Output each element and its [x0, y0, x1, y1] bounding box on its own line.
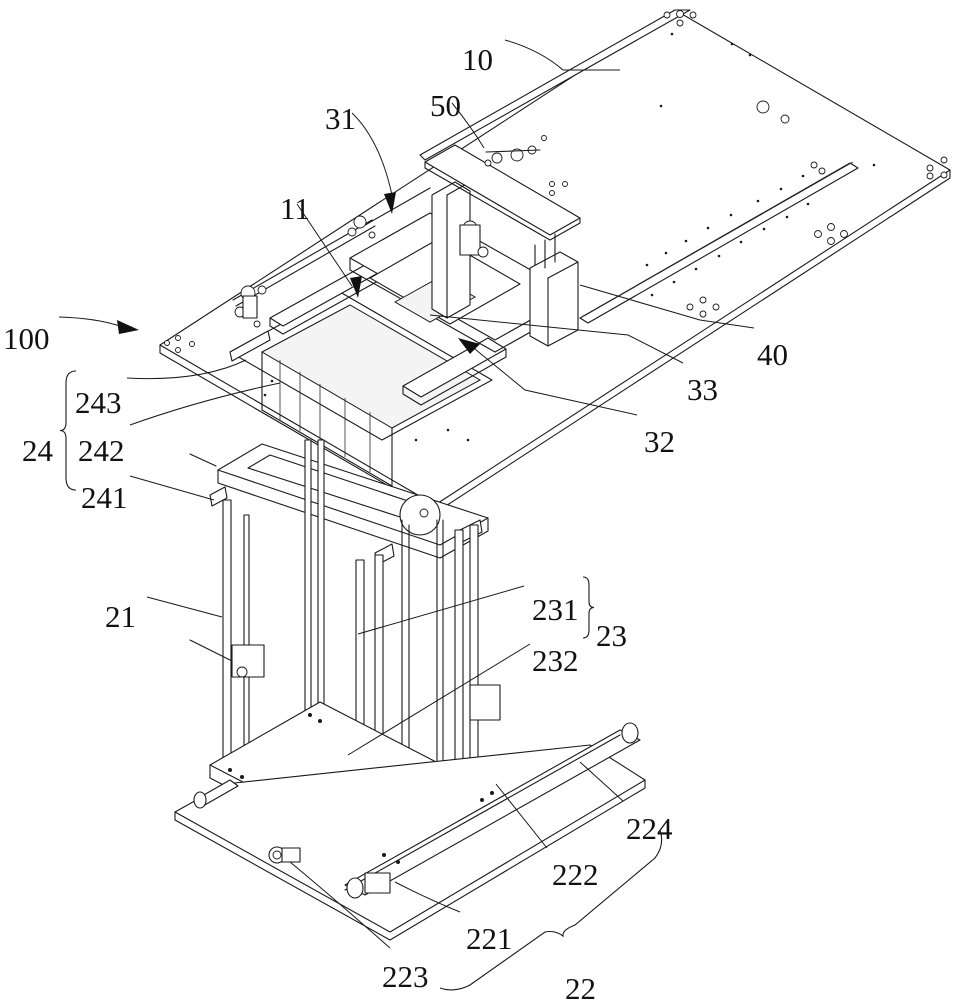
leader-line — [289, 861, 391, 949]
leader-line — [579, 284, 755, 329]
callout-10: 10 — [462, 39, 620, 77]
transfer-frame — [229, 144, 581, 487]
group-brace — [582, 576, 595, 639]
callout-224: 224 — [579, 761, 673, 846]
callout-223: 223 — [289, 861, 429, 994]
leader-line — [429, 314, 684, 364]
callout-222: 222 — [495, 783, 599, 892]
leader-line — [58, 316, 121, 327]
reference-numeral: 243 — [75, 385, 122, 420]
callout-100: 100 — [3, 316, 139, 356]
leader-line — [469, 344, 638, 416]
callout-33: 33 — [429, 314, 718, 407]
leader-line — [129, 382, 281, 426]
leader-line — [495, 783, 548, 849]
reference-numeral: 21 — [105, 599, 136, 634]
pneumatic-valves — [232, 145, 541, 328]
reference-numeral: 10 — [462, 42, 493, 77]
callout-32: 32 — [458, 338, 675, 459]
base-group — [174, 701, 646, 941]
reference-numeral: 23 — [596, 618, 627, 653]
leader-line — [504, 39, 620, 71]
reference-numeral: 232 — [532, 643, 579, 678]
callout-221: 221 — [394, 881, 513, 956]
arrow-icon — [384, 192, 396, 214]
leader-line — [394, 881, 461, 913]
arrow-icon — [350, 276, 362, 298]
callout-40: 40 — [579, 284, 788, 372]
reference-numeral: 31 — [325, 101, 356, 136]
reference-numeral: 242 — [78, 433, 125, 468]
reference-numeral: 33 — [687, 372, 718, 407]
callout-50: 50 — [430, 88, 485, 149]
reference-numeral: 241 — [81, 480, 128, 515]
callout-232: 232 — [347, 643, 579, 756]
leader-line — [357, 585, 525, 635]
leader-line — [351, 112, 393, 196]
guide-slot — [579, 162, 859, 324]
leader-line — [129, 475, 215, 501]
callout-231: 231 — [357, 585, 579, 635]
callout-241: 241 — [81, 475, 215, 515]
leader-line — [579, 761, 624, 802]
reference-numeral: 24 — [22, 433, 54, 468]
group-brace — [439, 829, 663, 991]
callout-24: 24 — [22, 370, 77, 491]
reference-numeral: 50 — [430, 88, 461, 123]
arrow-icon — [117, 320, 139, 334]
callout-242: 242 — [78, 382, 281, 468]
leader-line — [451, 102, 485, 149]
leader-line — [296, 203, 353, 287]
callout-23: 23 — [582, 576, 627, 653]
group-brace — [59, 370, 77, 491]
callout-11: 11 — [280, 191, 362, 298]
leader-line — [126, 359, 247, 380]
reference-numeral: 224 — [626, 811, 673, 846]
arrow-icon — [458, 338, 480, 354]
callout-22: 22 — [439, 829, 663, 1000]
reference-numeral: 22 — [565, 971, 596, 1000]
reference-numeral: 222 — [552, 857, 599, 892]
reference-numeral: 32 — [644, 424, 675, 459]
callout-31: 31 — [325, 101, 396, 214]
callout-21: 21 — [105, 596, 223, 634]
reference-numeral: 223 — [382, 959, 429, 994]
reference-numeral: 40 — [757, 337, 788, 372]
leader-line — [347, 643, 531, 756]
carriage — [431, 181, 471, 319]
plate-holes — [164, 10, 948, 442]
reference-numeral: 231 — [532, 592, 579, 627]
reference-numeral: 11 — [280, 191, 310, 226]
leader-line — [146, 596, 223, 618]
guide-rods — [189, 439, 479, 856]
reference-numeral: 100 — [3, 321, 50, 356]
reference-numeral: 221 — [466, 921, 513, 956]
callout-243: 243 — [75, 359, 247, 420]
